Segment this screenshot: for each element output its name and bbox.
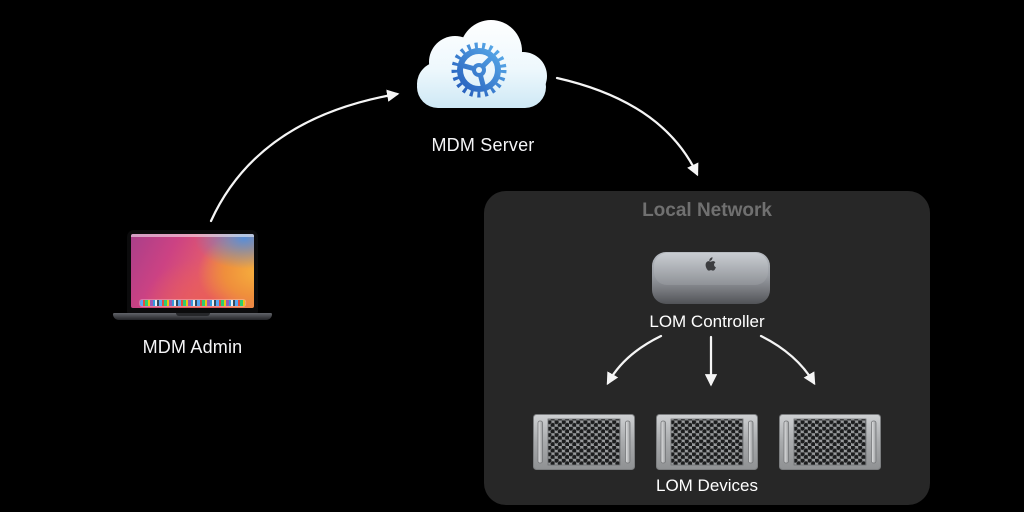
mac-pro-rack-icon: [656, 414, 758, 470]
cloud-shape: [417, 20, 547, 108]
arrow-admin-to-server: [209, 89, 400, 223]
mdm-server-label: MDM Server: [431, 135, 535, 155]
macbook-screen: [127, 230, 258, 313]
mac-pro-rack-icon: [533, 414, 635, 470]
local-network-title: Local Network: [642, 200, 772, 221]
mac-pro-rack-icon: [779, 414, 881, 470]
macbook-wallpaper: [131, 234, 254, 308]
apple-logo-icon: [705, 257, 716, 271]
gear-icon: [451, 42, 507, 98]
macbook-base-notch: [175, 313, 210, 316]
cloud-gear-icon: [417, 20, 547, 108]
mac-mini-icon: [652, 252, 770, 304]
macbook-dock: [139, 300, 246, 306]
mdm-admin-node: [113, 230, 272, 320]
macbook-base: [113, 313, 272, 320]
lom-controller-label: LOM Controller: [649, 312, 765, 331]
arrow-server-to-network: [555, 76, 699, 177]
local-network-panel: Local Network LOM Controller: [484, 191, 930, 505]
lom-devices-label: LOM Devices: [655, 476, 759, 495]
macbook-menubar: [131, 234, 254, 237]
lom-devices-row: [533, 414, 881, 470]
mdm-admin-label: MDM Admin: [142, 337, 243, 357]
